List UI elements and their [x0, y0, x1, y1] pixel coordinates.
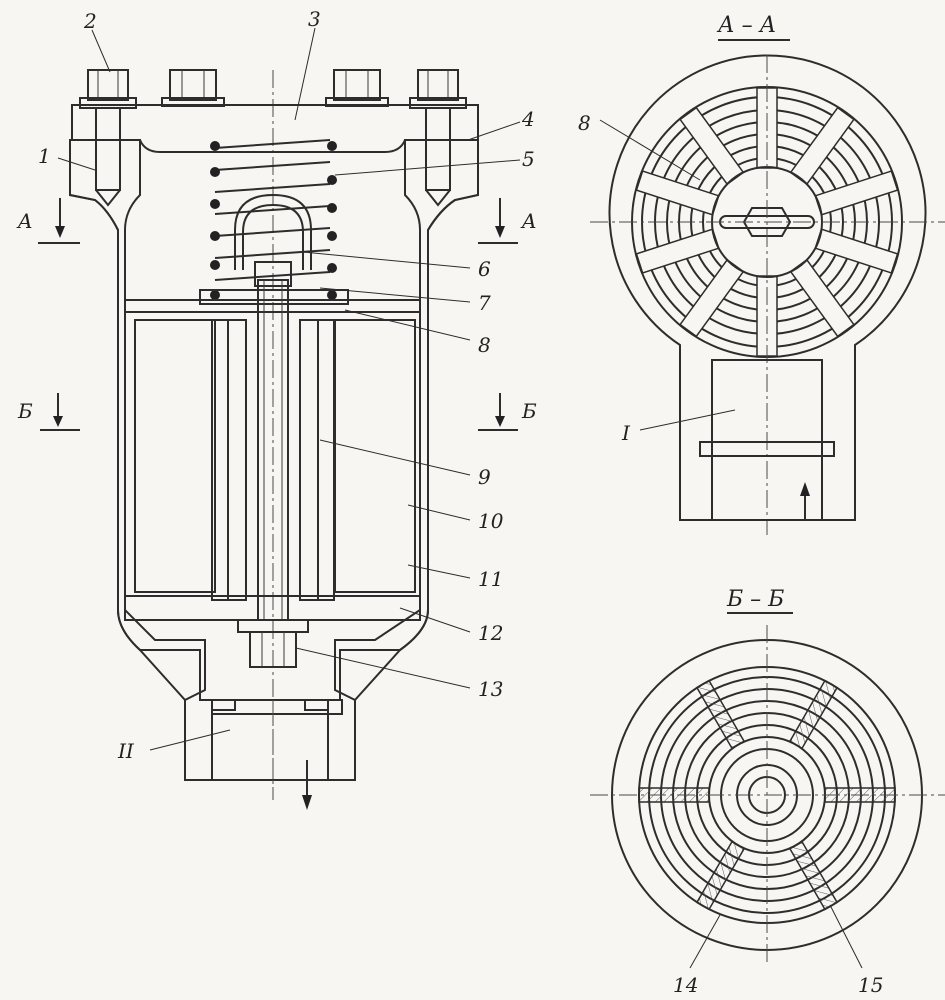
callout-11: 11 — [478, 567, 503, 591]
callout-4: 4 — [521, 107, 535, 131]
callout-13: 13 — [478, 677, 503, 701]
cover — [71, 104, 479, 153]
mark-b-right: Б — [521, 399, 537, 423]
section-bb-title: Б – Б — [726, 587, 784, 612]
leader-lines — [57, 27, 863, 969]
callouts: 2 1 3 4 5 6 7 8 9 10 11 12 13 II 14 15 — [38, 7, 883, 997]
spring — [210, 139, 337, 300]
callout-5: 5 — [522, 147, 535, 171]
section-aa-title: А – А — [716, 13, 776, 38]
outlet-label: II — [117, 739, 135, 763]
callout-3: 3 — [308, 7, 321, 31]
callout-12: 12 — [478, 621, 503, 645]
section-aa-callout-8: 8 — [578, 111, 591, 135]
lifting-ring — [234, 193, 312, 287]
callout-15: 15 — [858, 973, 883, 997]
callout-10: 10 — [478, 509, 504, 533]
mark-a-left: A — [16, 209, 32, 233]
main-section: A A Б Б 2 1 — [16, 7, 883, 997]
callout-1: 1 — [38, 144, 51, 168]
callout-9: 9 — [478, 465, 491, 489]
filter-pack — [124, 279, 421, 668]
callout-14: 14 — [673, 973, 698, 997]
outlet-arrow — [302, 760, 312, 810]
mark-a-right: A — [520, 209, 536, 233]
callout-2: 2 — [83, 9, 97, 33]
bolts — [79, 69, 467, 207]
inlet-label: I — [621, 421, 631, 445]
callout-6: 6 — [478, 257, 491, 281]
mark-b-left: Б — [17, 399, 33, 423]
section-bb: Б – Б — [590, 587, 945, 965]
section-aa: А – А 8 I — [578, 13, 945, 535]
callout-7: 7 — [478, 291, 491, 315]
section-marks: A A Б Б — [16, 198, 537, 431]
callout-8: 8 — [478, 333, 491, 357]
housing — [69, 139, 479, 800]
